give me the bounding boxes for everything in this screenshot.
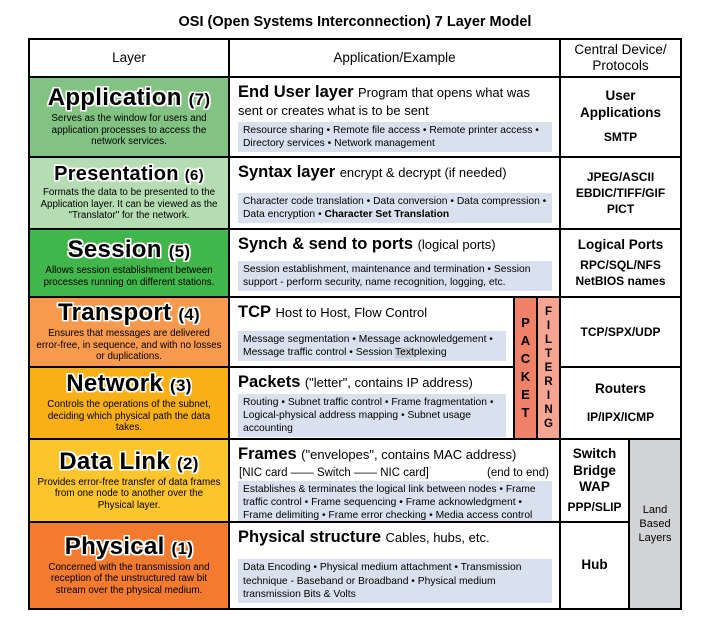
device-protocols: RPC/SQL/NFS NetBIOS names (575, 258, 666, 289)
example-details: Establishes & terminates the logical lin… (238, 480, 552, 521)
example-heading: Frames ("envelopes", contains MAC addres… (238, 445, 552, 464)
layer-name-presentation: Presentation (6) (54, 163, 204, 186)
device-title: Logical Ports (577, 236, 664, 252)
example-heading: End User layer Program that opens what w… (238, 83, 552, 120)
example-heading: Packets ("letter", contains IP address) (238, 373, 506, 392)
layer-cell-application: Application (7) Serves as the window for… (30, 78, 228, 156)
example-subtitle: ("envelopes", contains MAC address) (301, 447, 517, 462)
layer-number: (5) (168, 241, 191, 261)
layer-number: (2) (177, 453, 199, 473)
example-subtitle: ("letter", contains IP address) (304, 375, 473, 390)
device-title: Hub (581, 557, 608, 573)
example-details: Resource sharing • Remote file access • … (238, 121, 552, 153)
layer-name-transport: Transport (4) (57, 299, 201, 327)
layer-cell-network: Network (3) Controls the operations of t… (30, 368, 228, 438)
packet-label: PACKET (520, 315, 531, 420)
device-cell-network: Routers IP/IPX/ICMP (561, 368, 680, 438)
device-title: Switch Bridge WAP (572, 445, 617, 495)
example-title: Syntax layer (238, 163, 336, 181)
layer-description-network: Controls the operations of the subnet, d… (47, 399, 211, 434)
layer-cell-presentation: Presentation (6) Formats the data to be … (30, 158, 228, 228)
nic-card-path: [NIC card —— Switch —— NIC card] (239, 466, 429, 479)
layer-number: (1) (171, 538, 194, 558)
layer-description-transport: Ensures that messages are delivered erro… (36, 328, 222, 363)
device-cell-transport: TCP/SPX/UDP (561, 298, 680, 366)
device-protocols: IP/IPX/ICMP (586, 409, 655, 424)
example-subtitle: Program that opens what was sent or crea… (238, 85, 530, 118)
example-cell-presentation: Syntax layer encrypt & decrypt (if neede… (230, 158, 559, 228)
example-title: TCP (238, 303, 271, 321)
layer-description-application: Serves as the window for users and appli… (51, 113, 207, 148)
example-title: Frames (238, 445, 297, 463)
layer-cell-transport: Transport (4) Ensures that messages are … (30, 298, 228, 366)
layer-number: (6) (184, 167, 204, 185)
example-cell-physical: Physical structure Cables, hubs, etc. Da… (230, 523, 559, 608)
layer-cell-session: Session (5) Allows session establishment… (30, 230, 228, 296)
layer-number: (4) (178, 305, 201, 325)
layer-name-application: Application (7) (47, 84, 211, 112)
layer-cell-data-link: Data Link (2) Provides error-free transf… (30, 440, 228, 521)
example-details: Session establishment, maintenance and t… (238, 260, 552, 291)
layer-name-network: Network (3) (66, 370, 192, 398)
details-bold-phrase: Character Set Translation (324, 208, 450, 220)
example-heading: Physical structure Cables, hubs, etc. (238, 528, 552, 547)
device-cell-session: Logical Ports RPC/SQL/NFS NetBIOS names (561, 230, 680, 296)
device-cell-presentation: JPEG/ASCII EBDIC/TIFF/GIF PICT (561, 158, 680, 228)
example-subtitle: Cables, hubs, etc. (385, 530, 490, 545)
layer-number: (3) (170, 376, 192, 396)
example-cell-network: Packets ("letter", contains IP address) … (230, 368, 513, 438)
example-heading: Syntax layer encrypt & decrypt (if neede… (238, 163, 552, 182)
layer-description-physical: Concerned with the transmission and rece… (48, 561, 210, 596)
example-cell-data-link: Frames ("envelopes", contains MAC addres… (230, 440, 559, 521)
example-heading: TCP Host to Host, Flow Control (238, 303, 506, 322)
example-subtitle: encrypt & decrypt (if needed) (339, 165, 507, 180)
example-details: Data Encoding • Physical medium attachme… (238, 559, 552, 603)
device-protocols: JPEG/ASCII EBDIC/TIFF/GIF PICT (575, 169, 666, 217)
column-header-device: Central Device/ Protocols (561, 40, 680, 76)
layer-name-data-link: Data Link (2) (59, 447, 199, 475)
example-details: Message segmentation • Message acknowled… (238, 330, 506, 361)
example-title: Synch & send to ports (238, 235, 414, 253)
column-header-example: Application/Example (230, 40, 559, 76)
example-cell-application: End User layer Program that opens what w… (230, 78, 559, 156)
device-title: User Applications (579, 88, 661, 121)
land-based-layers-box: Land Based Layers (630, 440, 680, 608)
layer-description-presentation: Formats the data to be presented to the … (40, 187, 218, 222)
device-protocols: TCP/SPX/UDP (580, 324, 661, 339)
layer-description-data-link: Provides error-free transfer of data fra… (37, 476, 221, 511)
packet-filtering-strip: PACKET FILTERING (515, 298, 559, 438)
example-title: Packets (238, 373, 301, 391)
filtering-label: FILTERING (544, 306, 553, 430)
example-details: Character code translation • Data conver… (238, 192, 552, 223)
device-title: Routers (594, 381, 646, 397)
device-cell-data-link: Switch Bridge WAP PPP/SLIP (561, 440, 628, 521)
device-cell-physical: Hub (561, 523, 628, 608)
device-protocols: PPP/SLIP (567, 500, 622, 515)
example-heading: Synch & send to ports (logical ports) (238, 235, 552, 254)
layer-number: (7) (188, 90, 211, 110)
device-protocols: SMTP (603, 130, 638, 145)
page-title: OSI (Open Systems Interconnection) 7 Lay… (178, 14, 532, 30)
layer-name-session: Session (5) (67, 235, 191, 263)
layer-name-physical: Physical (1) (64, 532, 194, 560)
example-cell-session: Synch & send to ports (logical ports) Se… (230, 230, 559, 296)
filtering-column: FILTERING (536, 298, 559, 438)
example-title: Physical structure (238, 528, 382, 546)
details-highlighted-text: Text (395, 346, 414, 358)
layer-cell-physical: Physical (1) Concerned with the transmis… (30, 523, 228, 608)
example-cell-transport: TCP Host to Host, Flow Control Message s… (230, 298, 513, 366)
end-to-end-note: (end to end) (486, 466, 549, 479)
osi-table: Layer Application/Example Central Device… (28, 38, 682, 610)
example-details: Routing • Subnet traffic control • Frame… (238, 393, 506, 438)
example-subtitle: Host to Host, Flow Control (275, 305, 428, 320)
nic-card-line: [NIC card —— Switch —— NIC card] (end to … (239, 467, 549, 479)
example-subtitle: (logical ports) (417, 237, 496, 252)
layer-description-session: Allows session establishment between pro… (43, 264, 215, 288)
column-header-layer: Layer (30, 40, 228, 76)
packet-column: PACKET (515, 298, 536, 438)
example-title: End User layer (238, 83, 354, 101)
device-cell-application: User Applications SMTP (561, 78, 680, 156)
